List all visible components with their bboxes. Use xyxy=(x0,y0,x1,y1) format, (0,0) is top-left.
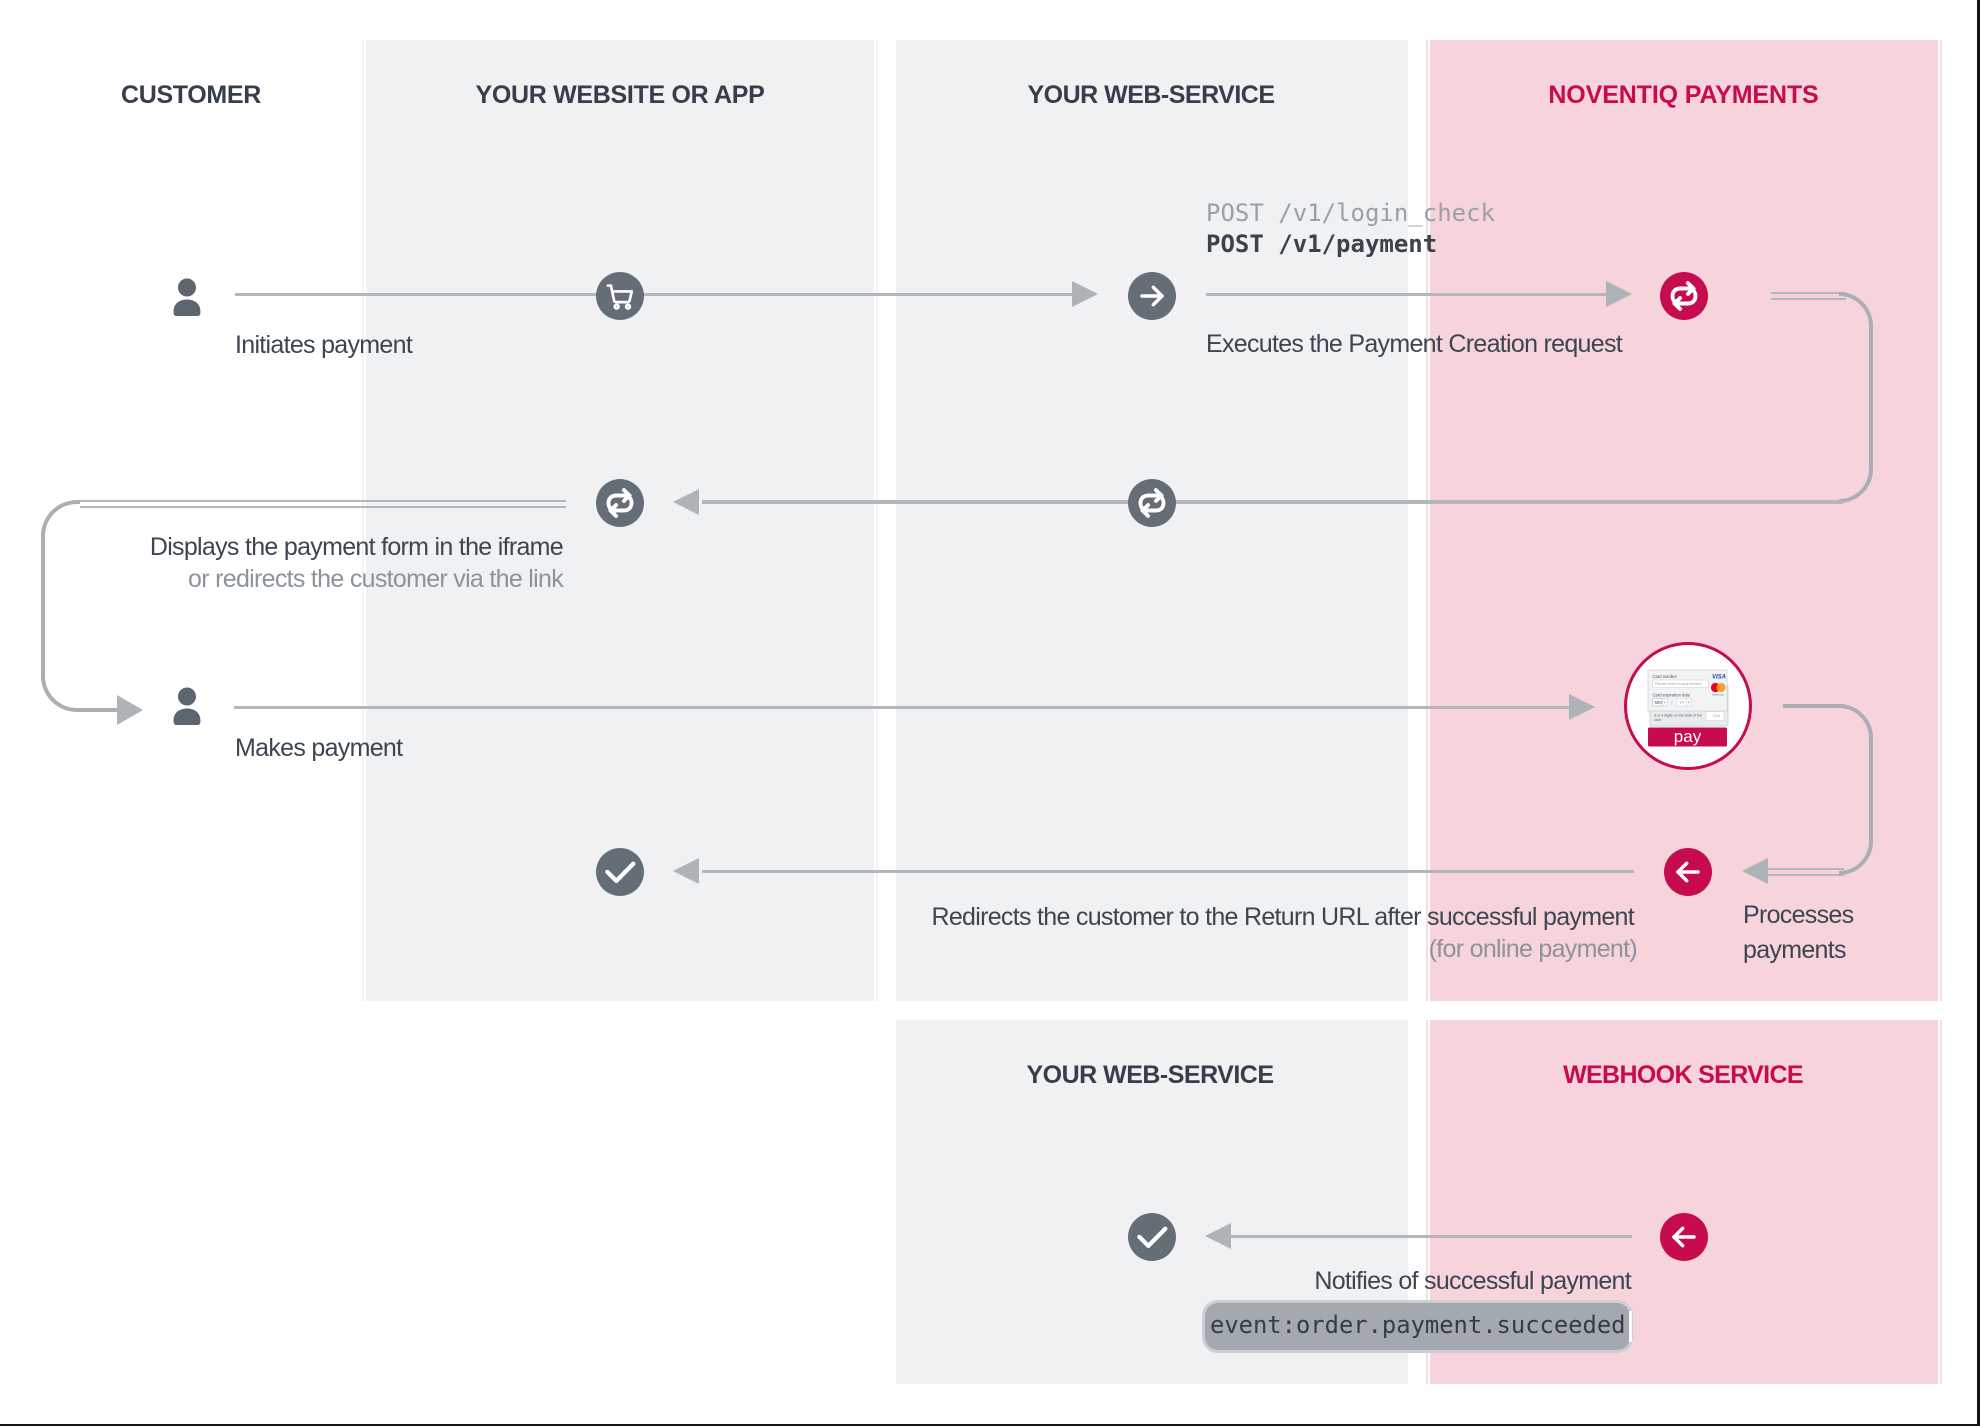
arrow-left-icon xyxy=(1676,861,1700,883)
screenshot-right-border xyxy=(1977,0,1980,1426)
screenshot-bottom-border xyxy=(0,1424,1980,1426)
cart-node xyxy=(596,272,644,320)
post-payment-label: POST /v1/payment xyxy=(1206,230,1438,258)
executes-request-label: Executes the Payment Creation request xyxy=(1206,330,1623,358)
redirects-link-label: or redirects the customer via the link xyxy=(188,565,564,593)
processes-payments-node xyxy=(1664,848,1712,896)
pay-return-line-top xyxy=(1783,704,1845,708)
pay-button-label: pay xyxy=(1674,727,1702,746)
visa-logo: VISA xyxy=(1712,675,1726,681)
arrowhead-to-website xyxy=(673,488,699,515)
yy-field: YY xyxy=(1679,700,1685,705)
flow-line-initiate xyxy=(235,292,1073,296)
column-heading-noventiq: NOVENTIQ PAYMENTS xyxy=(1548,81,1819,109)
arrow-right-icon xyxy=(1140,285,1164,307)
column-heading-website: YOUR WEBSITE OR APP xyxy=(475,81,765,109)
column-heading-webservice: YOUR WEB-SERVICE xyxy=(1027,81,1275,109)
arrowhead-to-noventiq xyxy=(1606,281,1632,307)
arrowhead-to-processes xyxy=(1742,858,1768,884)
initiates-payment-label: Initiates payment xyxy=(235,331,413,359)
flow-line-redirect xyxy=(702,869,1634,873)
arrowhead-to-customer xyxy=(117,695,143,725)
panel-noventiq xyxy=(1430,40,1938,1001)
webhook-send-node xyxy=(1660,1213,1708,1261)
pay-button xyxy=(1648,727,1727,747)
event-badge-text: event:order.payment.succeeded xyxy=(1210,1311,1626,1339)
cvv-label: CVV xyxy=(1713,714,1721,718)
noventiq-repeat-node xyxy=(1660,272,1708,320)
redirects-return-url-label: Redirects the customer to the Return URL… xyxy=(931,903,1634,931)
panel-noventiq-left-strip xyxy=(1426,40,1428,1001)
panel-webhook-left-strip xyxy=(1426,1020,1428,1384)
mm-dropdown-caret-icon: ▾ xyxy=(1664,701,1666,705)
arrowhead-to-website-check xyxy=(673,858,699,884)
flow-line-post xyxy=(1206,292,1606,296)
panel-noventiq-right-strip xyxy=(1940,40,1942,1001)
customer-person-icon xyxy=(173,687,201,725)
return-line-top xyxy=(1771,291,1846,300)
request-node xyxy=(1128,272,1176,320)
panel-website-left-strip xyxy=(362,40,364,1001)
return-line-vertical-right xyxy=(1869,323,1873,473)
column-heading-webhook: WEBHOOK SERVICE xyxy=(1563,1061,1803,1089)
cvv-hint-line1: 3 or 4 digits on the back of the xyxy=(1654,714,1702,718)
expiration-label: Card expiration date xyxy=(1653,693,1691,698)
flow-line-response xyxy=(702,500,1843,504)
iframe-line-top xyxy=(80,499,566,508)
pay-return-line-vertical xyxy=(1869,735,1873,844)
repeat-icon xyxy=(606,488,634,518)
expiry-slash: / xyxy=(1671,701,1673,707)
webservice-repeat-node xyxy=(1128,479,1176,527)
card-number-label: Card number xyxy=(1653,674,1678,679)
flow-line-pay xyxy=(234,705,1569,709)
processes-label-line1: Processes xyxy=(1743,901,1854,929)
column-heading-customer: CUSTOMER xyxy=(121,81,261,109)
notifies-label: Notifies of successful payment xyxy=(1314,1267,1631,1295)
post-login-check-label: POST /v1/login_check xyxy=(1206,199,1495,227)
webhook-received-node xyxy=(1128,1213,1176,1261)
panel-webhook-right-strip xyxy=(1940,1020,1942,1384)
pay-return-line-bottom xyxy=(1768,867,1844,876)
iframe-line-vertical-left xyxy=(41,534,45,680)
customer-person-icon xyxy=(173,278,201,316)
processes-label-line2: payments xyxy=(1743,936,1846,964)
mm-field: MM xyxy=(1655,700,1663,705)
column-heading-webservice-bottom: YOUR WEB-SERVICE xyxy=(1026,1061,1274,1089)
flow-line-webhook xyxy=(1230,1234,1632,1238)
iframe-corner-bottom-left xyxy=(41,676,80,712)
arrow-left-icon xyxy=(1672,1226,1696,1248)
mastercard-label: mastercard xyxy=(1712,694,1725,697)
payment-form-node: 3 or 4 digits on the back of the card CV… xyxy=(1624,642,1752,770)
website-repeat-node xyxy=(596,479,644,527)
displays-form-label: Displays the payment form in the iframe xyxy=(149,533,564,561)
makes-payment-label: Makes payment xyxy=(235,734,403,762)
payment-form-preview: 3 or 4 digits on the back of the card CV… xyxy=(1647,669,1729,747)
event-badge: event:order.payment.succeeded xyxy=(1205,1303,1632,1350)
mastercard-logo-orange xyxy=(1716,682,1726,693)
yy-dropdown-caret-icon: ▾ xyxy=(1688,701,1690,705)
arrowhead-to-webservice-check xyxy=(1205,1223,1231,1249)
cvv-hint-line2: card xyxy=(1654,718,1661,722)
event-badge-caret xyxy=(1629,1311,1632,1342)
for-online-payment-label: (for online payment) xyxy=(1428,935,1638,963)
arrowhead-to-payment-form xyxy=(1569,694,1595,720)
repeat-icon xyxy=(1670,281,1698,311)
arrowhead-to-webservice xyxy=(1072,281,1098,307)
check-icon xyxy=(605,861,636,884)
card-number-placeholder: Please enter a card number xyxy=(1655,682,1703,686)
iframe-corner-top-left xyxy=(41,499,80,536)
check-icon xyxy=(1137,1226,1168,1249)
panel-website-right-strip xyxy=(876,40,878,1001)
iframe-line-bottom xyxy=(78,708,117,712)
redirect-success-node xyxy=(596,848,644,896)
shopping-cart-icon xyxy=(606,284,634,310)
repeat-icon xyxy=(1138,488,1166,518)
